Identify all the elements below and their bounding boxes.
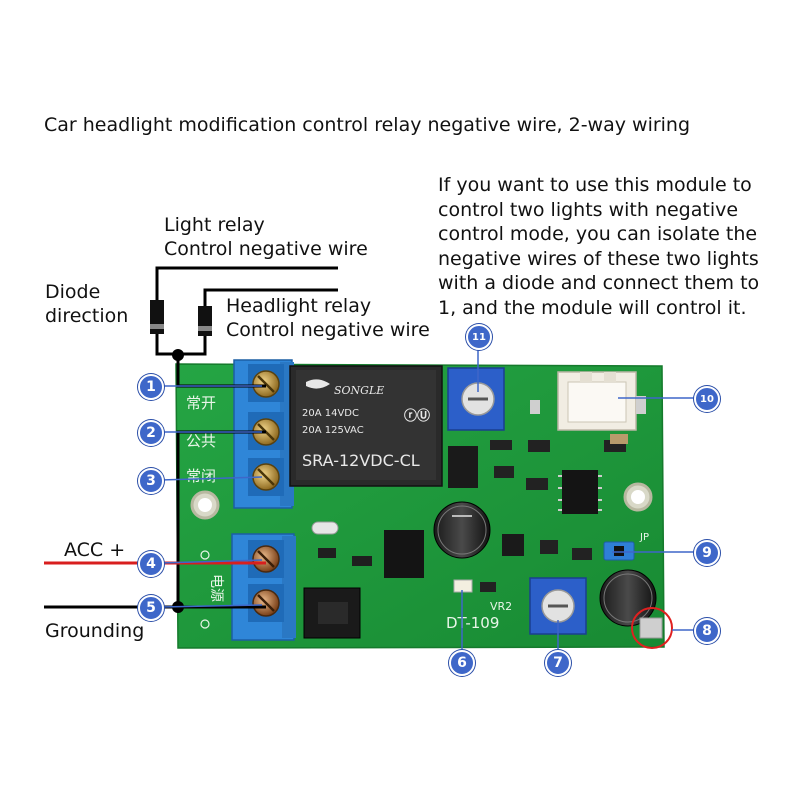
relay-model: SRA-12VDC-CL [302,451,420,470]
silk-label-com: 公共 [186,432,216,450]
relay-rating-1: 20A 14VDC [302,408,359,419]
callout-4: 4 [138,551,164,577]
description-line: negative wires of these two lights [438,247,759,270]
silk-label-no: 常开 [186,394,216,412]
silk-jp-label: JP [639,532,649,543]
silk-vr-label: VR2 [490,600,512,613]
callout-8: 8 [694,618,720,644]
junction-dot-top [172,349,184,361]
relay-brand: SONGLE [334,384,384,397]
callout-11: 11 [466,324,492,350]
callout-10: 10 [694,386,720,412]
silk-label-nc: 常闭 [186,467,216,485]
description-line: control two lights with negative [438,198,739,221]
silk-board-id: DT-109 [446,614,499,632]
callout-2: 2 [138,420,164,446]
description-line: 1, and the module will control it. [438,296,747,319]
callout-1: 1 [138,374,164,400]
grounding-label: Grounding [45,620,145,642]
description-text: If you want to use this module to contro… [438,173,793,320]
callout-9: 9 [694,540,720,566]
relay-rating-2: 20A 125VAC [302,425,364,436]
diagram-title: Car headlight modification control relay… [44,114,691,136]
svg-text:ⓡⓊ: ⓡⓊ [404,408,430,424]
silk-label-power: 电源 [208,574,224,602]
description-line: If you want to use this module to [438,174,752,196]
callout-3: 3 [138,468,164,494]
headlight-relay-label: Headlight relay Control negative wire [226,295,430,341]
connector-jst [530,371,646,431]
callout-leaders [159,348,696,650]
callout-ring-8 [631,607,673,649]
description-line: with a diode and connect them to [438,272,760,294]
diode-direction-label: Diode direction [45,281,129,327]
callout-5: 5 [138,595,164,621]
power-terminal-block [231,533,296,641]
potentiometer-top [447,367,505,431]
diode-right [198,306,212,336]
callout-6: 6 [449,650,475,676]
acc-label: ACC + [64,539,126,561]
relay: SONGLE 20A 14VDC 20A 125VAC ⓡⓊ SRA-12VDC… [289,365,443,487]
relay-terminal-block [233,359,294,509]
diode-left [150,300,164,334]
light-relay-label: Light relay Control negative wire [164,214,368,260]
callout-7: 7 [545,650,571,676]
description-line: control mode, you can isolate the [438,223,758,245]
